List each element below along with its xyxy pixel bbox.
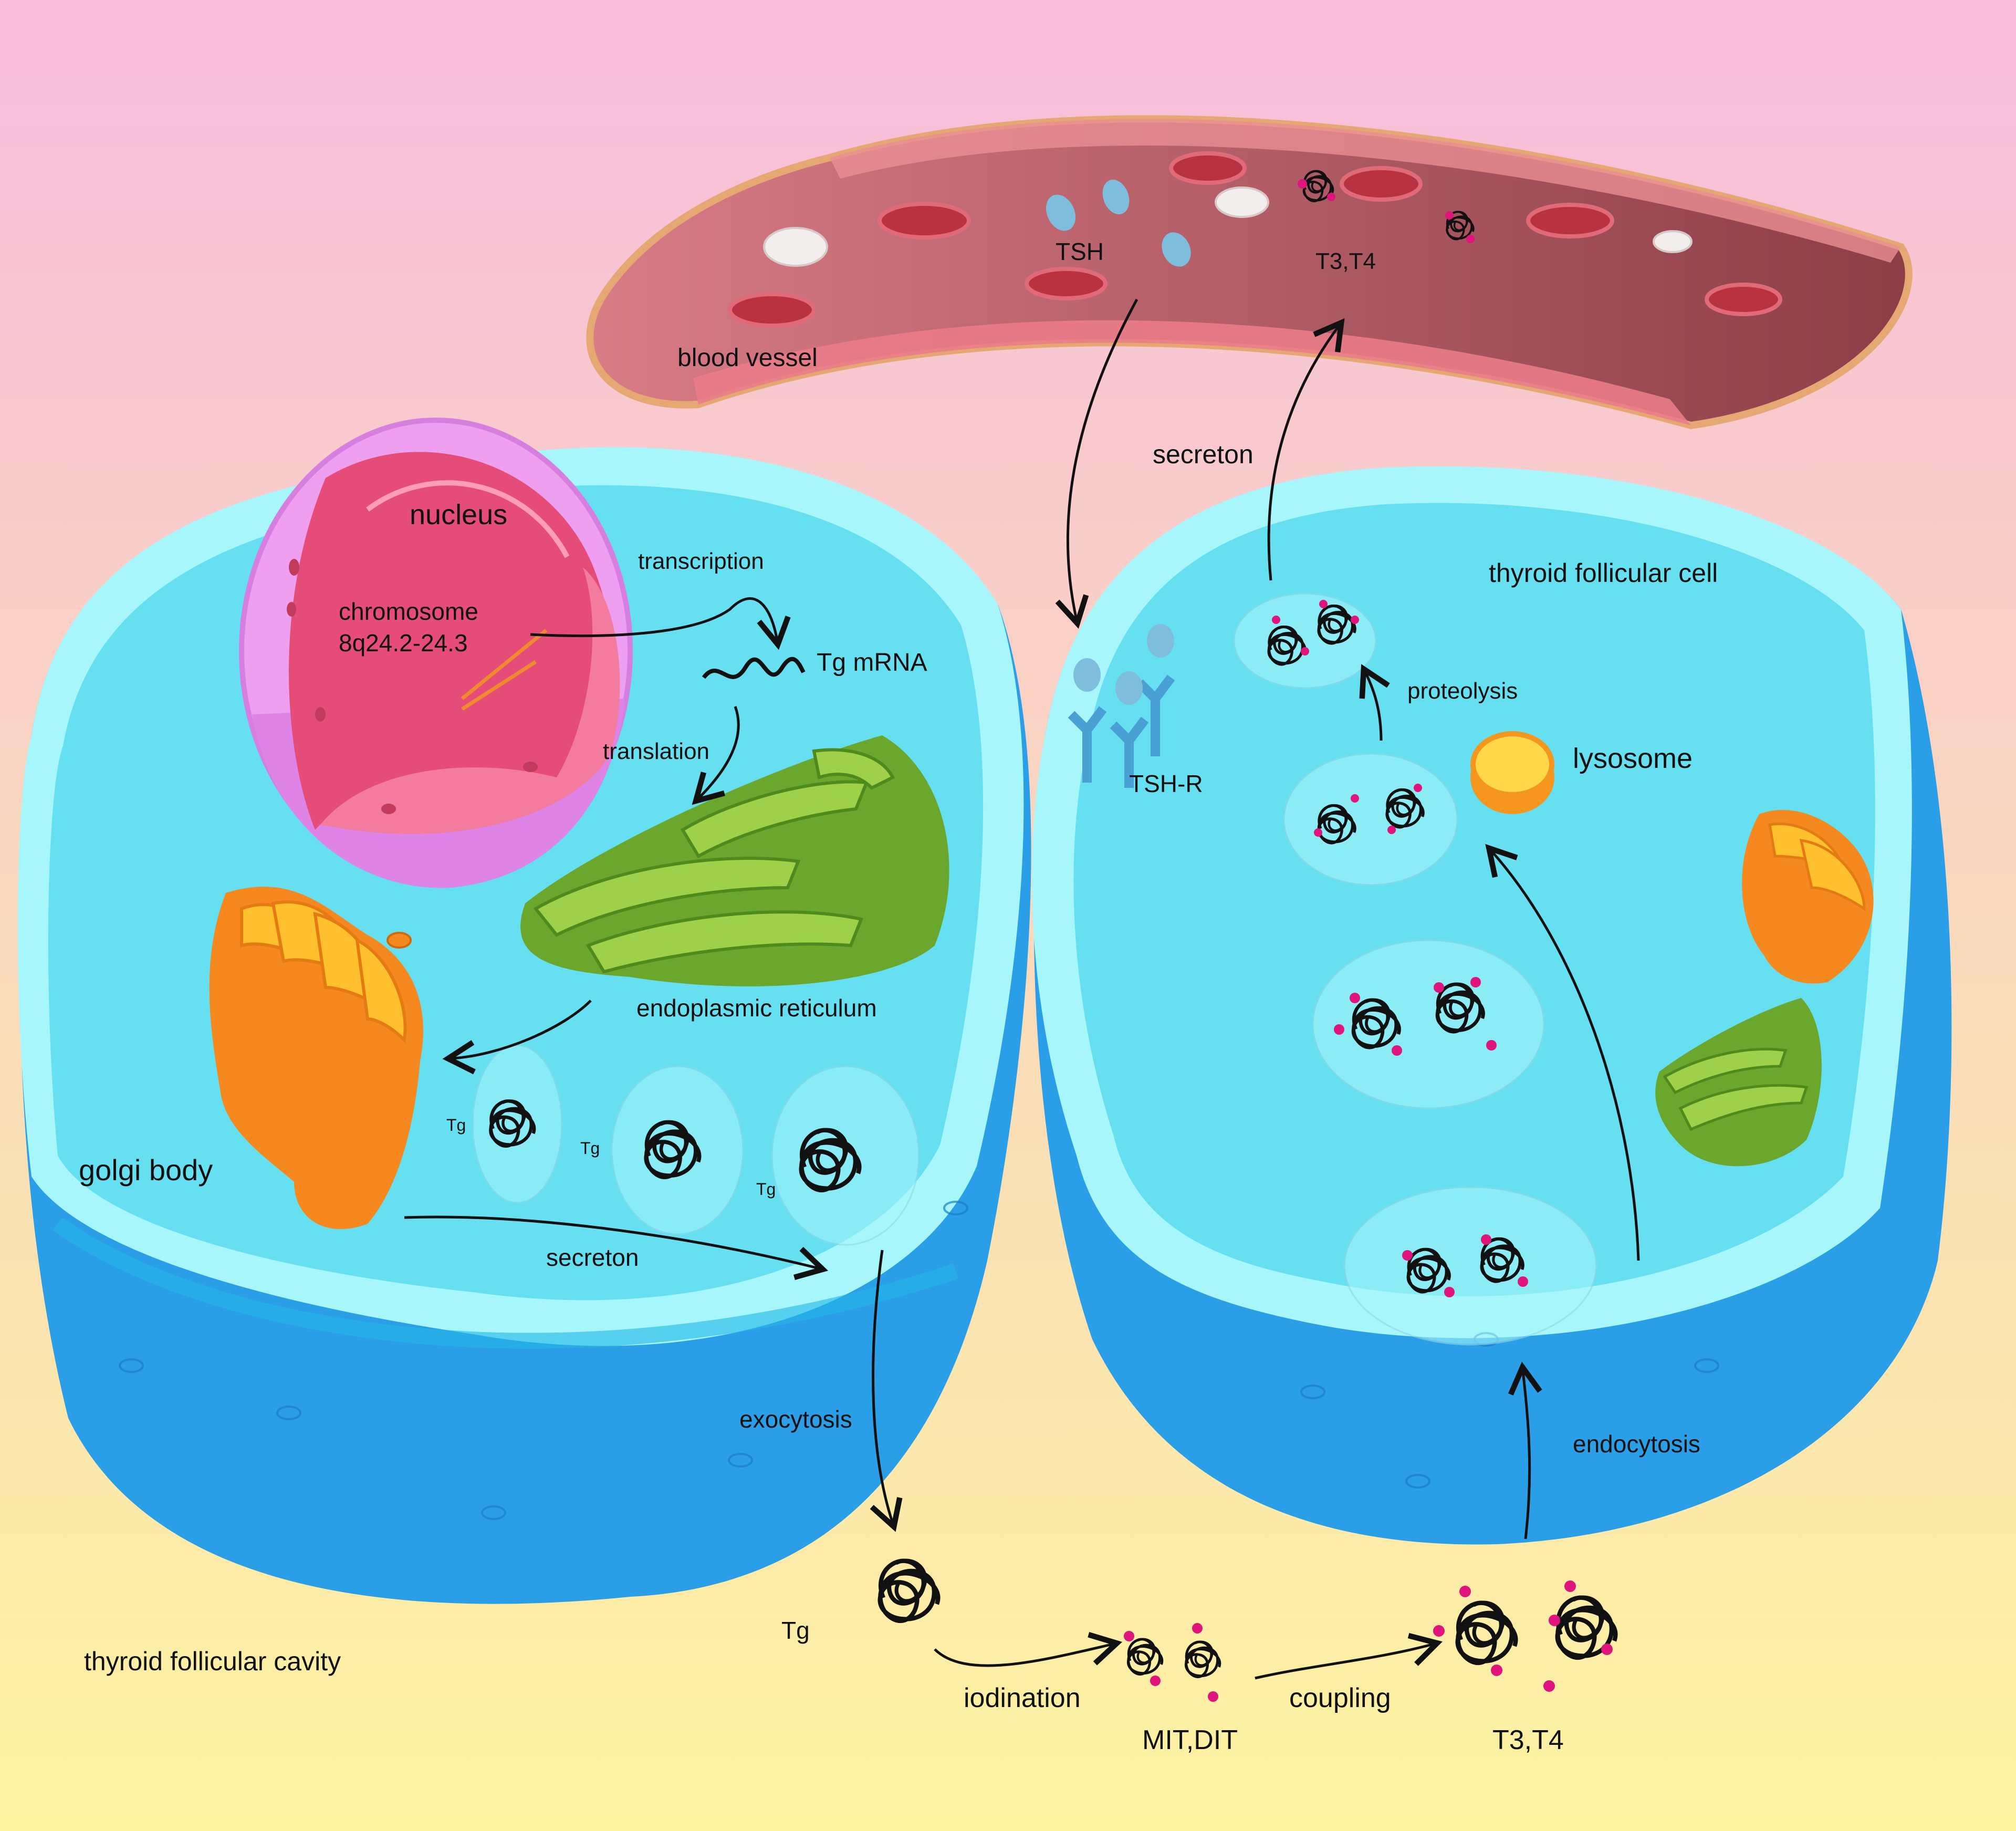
secretion-top-label: secreton [1153,440,1254,469]
transcription-label: transcription [638,548,764,574]
tg-label-1: Tg [446,1116,466,1135]
proteolysis-label: proteolysis [1407,678,1518,704]
endoplasmic-reticulum-label: endoplasmic reticulum [636,994,877,1022]
tg-mrna-label: Tg mRNA [817,649,927,677]
nucleus-label: nucleus [410,499,507,530]
mit-dit-label: MIT,DIT [1142,1725,1238,1755]
chromosome-label: chromosome [339,598,478,625]
tsh-label: TSH [1056,238,1104,265]
golgi-body-label: golgi body [79,1153,213,1187]
coupling-label: coupling [1289,1683,1391,1713]
tg-cavity-label: Tg [781,1617,810,1644]
t3-t4-blood-label: T3,T4 [1315,248,1376,274]
nucleus: nucleus chromosome 8q24.2-24.3 [242,420,630,888]
blood-vessel-label: blood vessel [677,344,818,372]
t3-t4-cavity-label: T3,T4 [1492,1725,1564,1755]
endocytosis-label: endocytosis [1573,1430,1700,1458]
exocytosis-label: exocytosis [739,1406,852,1433]
secretion-left-label: secreton [546,1244,639,1271]
lysosome-label: lysosome [1573,743,1693,774]
tg-label-3: Tg [756,1180,776,1199]
tsh-r-label: TSH-R [1129,770,1203,797]
thyroid-follicular-cell-label: thyroid follicular cell [1489,558,1718,588]
iodination-label: iodination [964,1683,1081,1713]
tg-label-2: Tg [580,1139,600,1158]
thyroid-follicular-cavity-label: thyroid follicular cavity [84,1647,341,1676]
chromosome-locus-label: 8q24.2-24.3 [339,629,468,657]
translation-label: translation [603,738,709,764]
